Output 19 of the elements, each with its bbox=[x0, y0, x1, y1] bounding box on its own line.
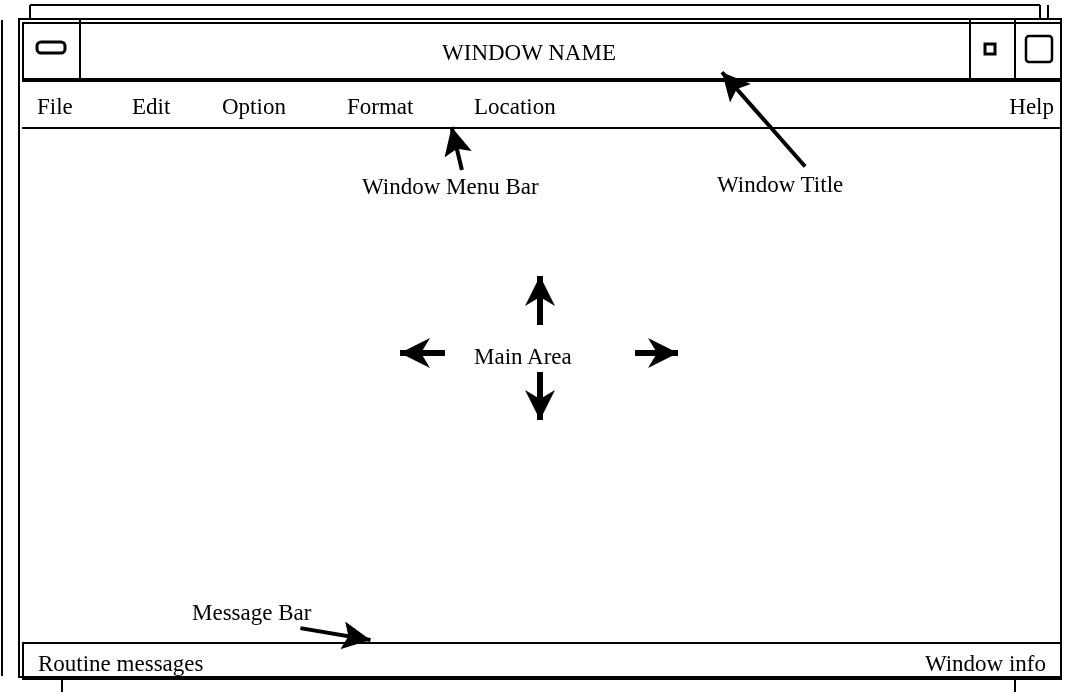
title-bar bbox=[22, 22, 1062, 80]
menu-item: Format bbox=[347, 95, 414, 118]
menu-item: File bbox=[37, 95, 73, 118]
callout-label: Message Bar bbox=[192, 598, 352, 628]
leader-arrow bbox=[444, 126, 472, 171]
area-label: Main Area bbox=[474, 345, 572, 368]
leader-arrow bbox=[720, 70, 807, 168]
menu-item: Help bbox=[1009, 95, 1054, 118]
menu-item: Location bbox=[474, 95, 556, 118]
menu-item: Option bbox=[222, 95, 286, 118]
menu-item: Edit bbox=[132, 95, 171, 118]
status-text: Window info bbox=[924, 652, 1046, 675]
callout-label: Window Menu Bar bbox=[362, 172, 607, 202]
status-text: Routine messages bbox=[38, 652, 204, 675]
menu-bar bbox=[22, 80, 1062, 129]
callout-label: Window Title bbox=[717, 170, 887, 200]
leader-arrow bbox=[300, 621, 371, 650]
message-bar bbox=[22, 642, 1062, 680]
window-title-text: WINDOW NAME bbox=[441, 41, 617, 64]
